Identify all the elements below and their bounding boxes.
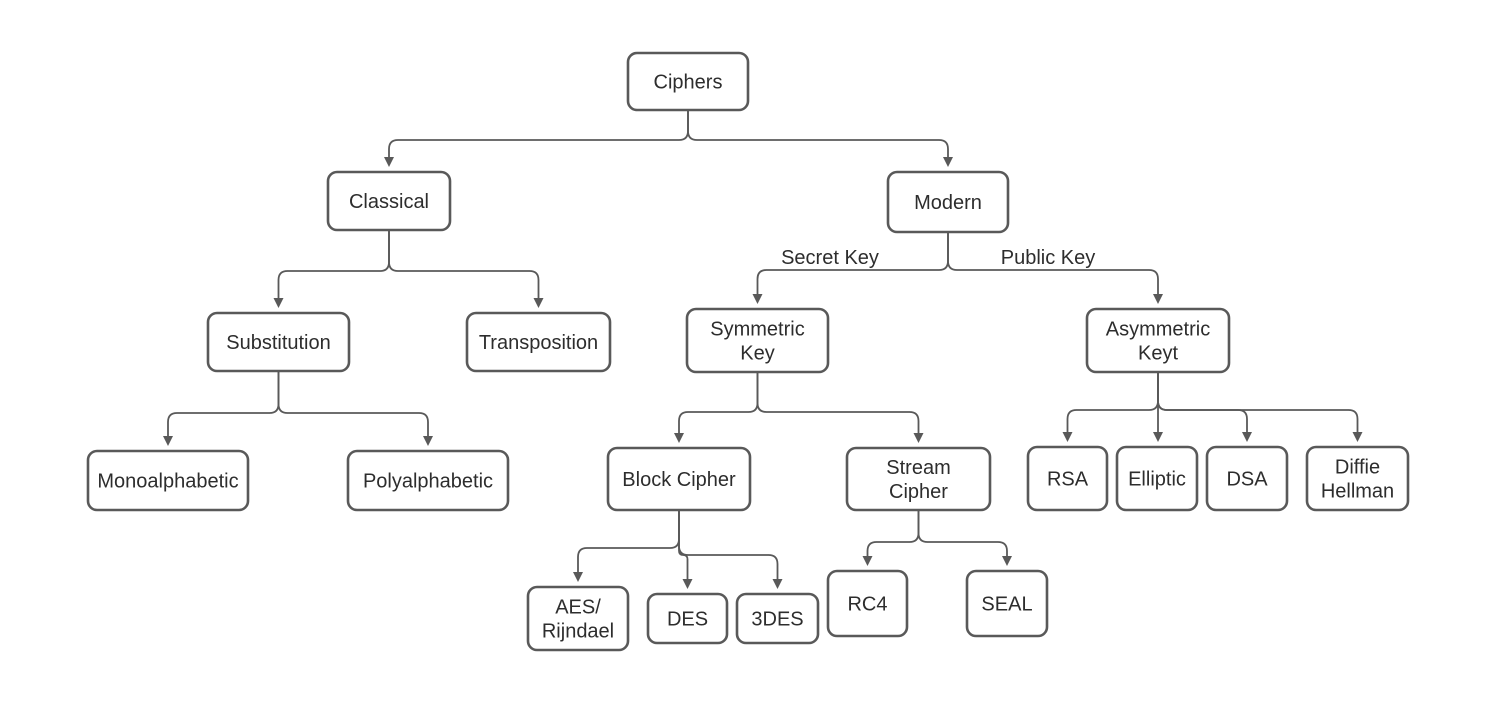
- node-dsa-label: DSA: [1226, 469, 1268, 491]
- node-modern: Modern: [886, 170, 1010, 234]
- node-asymmetric_key-label-line2: Keyt: [1138, 343, 1178, 365]
- node-modern-box: [886, 170, 1010, 234]
- node-monoalphabetic: Monoalphabetic: [86, 449, 250, 512]
- node-symmetric_key-label-line2: Key: [740, 343, 774, 365]
- node-asymmetric_key-label-line1: Asymmetric: [1106, 319, 1210, 341]
- node-substitution: Substitution: [206, 311, 351, 373]
- node-des: DES: [646, 592, 729, 645]
- edge-ciphers-to-modern: [687, 110, 953, 167]
- node-elliptic-label: Elliptic: [1128, 469, 1186, 491]
- edge-asymmetric_key-to-dsa: [1157, 372, 1252, 442]
- edge-symmetric_key-to-block_cipher: [674, 372, 759, 443]
- node-ciphers-box: [626, 51, 750, 112]
- node-asymmetric_key-box: [1085, 307, 1231, 374]
- edge-ciphers-to-classical: [384, 110, 689, 167]
- connector-layer: [163, 110, 1363, 589]
- node-rsa: RSA: [1026, 445, 1109, 512]
- node-polyalphabetic: Polyalphabetic: [346, 449, 510, 512]
- node-diffie_hellman-box: [1305, 445, 1410, 512]
- edge-label-symmetric_key: Secret Key: [781, 247, 879, 269]
- node-monoalphabetic-box: [86, 449, 250, 512]
- edge-label-asymmetric_key: Public Key: [1001, 247, 1096, 269]
- edge-symmetric_key-to-stream_cipher: [756, 372, 924, 443]
- node-aes_rijndael-label: AES/Rijndael: [542, 597, 614, 643]
- node-polyalphabetic-box: [346, 449, 510, 512]
- edge-classical-to-transposition: [388, 230, 544, 308]
- node-classical-box: [326, 170, 452, 232]
- node-symmetric_key-box: [685, 307, 830, 374]
- node-ciphers-label: Ciphers: [654, 72, 723, 94]
- edge-block_cipher-to-triple_des: [678, 510, 783, 589]
- node-rc4-box: [826, 569, 909, 638]
- node-aes_rijndael-label-line2: Rijndael: [542, 621, 614, 643]
- node-elliptic-box: [1115, 445, 1199, 512]
- node-modern-label: Modern: [914, 192, 982, 214]
- node-transposition-box: [465, 311, 612, 373]
- node-triple_des-label: 3DES: [751, 609, 803, 631]
- edge-substitution-to-polyalphabetic: [277, 371, 433, 446]
- node-stream_cipher-label-line1: Stream: [886, 457, 950, 479]
- node-rc4: RC4: [826, 569, 909, 638]
- node-ciphers: Ciphers: [626, 51, 750, 112]
- edge-block_cipher-to-des: [678, 510, 693, 589]
- node-classical: Classical: [326, 170, 452, 232]
- node-block_cipher-box: [606, 446, 752, 512]
- edge-modern-to-asymmetric_key: [947, 232, 1163, 304]
- node-seal-label: SEAL: [981, 594, 1032, 616]
- node-transposition: Transposition: [465, 311, 612, 373]
- node-triple_des-box: [735, 592, 820, 645]
- node-monoalphabetic-label: Monoalphabetic: [97, 471, 238, 493]
- edge-asymmetric_key-to-rsa: [1062, 372, 1159, 442]
- edge-label-layer: Secret Key Public Key: [781, 247, 1095, 269]
- edge-substitution-to-monoalphabetic: [163, 371, 280, 446]
- node-des-box: [646, 592, 729, 645]
- node-rc4-label: RC4: [847, 594, 887, 616]
- node-block_cipher: Block Cipher: [606, 446, 752, 512]
- node-dsa-box: [1205, 445, 1289, 512]
- node-seal: SEAL: [965, 569, 1049, 638]
- node-classical-label: Classical: [349, 191, 429, 213]
- node-polyalphabetic-label: Polyalphabetic: [363, 471, 493, 493]
- node-rsa-box: [1026, 445, 1109, 512]
- edge-asymmetric_key-to-diffie_hellman: [1157, 372, 1363, 442]
- node-transposition-label: Transposition: [479, 332, 598, 354]
- node-aes_rijndael: AES/Rijndael: [526, 585, 630, 652]
- edge-modern-to-symmetric_key: [752, 232, 949, 304]
- edge-stream_cipher-to-seal: [917, 510, 1012, 566]
- node-symmetric_key-label-line1: Symmetric: [710, 319, 804, 341]
- node-elliptic: Elliptic: [1115, 445, 1199, 512]
- node-diffie_hellman-label-line2: Hellman: [1321, 481, 1394, 503]
- edge-classical-to-substitution: [273, 230, 390, 308]
- node-block_cipher-label: Block Cipher: [622, 469, 736, 491]
- edge-block_cipher-to-aes_rijndael: [573, 510, 680, 582]
- edge-stream_cipher-to-rc4: [862, 510, 920, 566]
- node-des-label: DES: [667, 609, 708, 631]
- node-aes_rijndael-box: [526, 585, 630, 652]
- node-substitution-label: Substitution: [226, 332, 331, 354]
- node-aes_rijndael-label-line1: AES/: [555, 597, 601, 619]
- node-triple_des: 3DES: [735, 592, 820, 645]
- node-substitution-box: [206, 311, 351, 373]
- node-seal-box: [965, 569, 1049, 638]
- node-stream_cipher-box: [845, 446, 992, 512]
- node-diffie_hellman-label-line1: Diffie: [1335, 457, 1380, 479]
- node-rsa-label: RSA: [1047, 469, 1089, 491]
- node-dsa: DSA: [1205, 445, 1289, 512]
- node-stream_cipher-label-line2: Cipher: [889, 481, 948, 503]
